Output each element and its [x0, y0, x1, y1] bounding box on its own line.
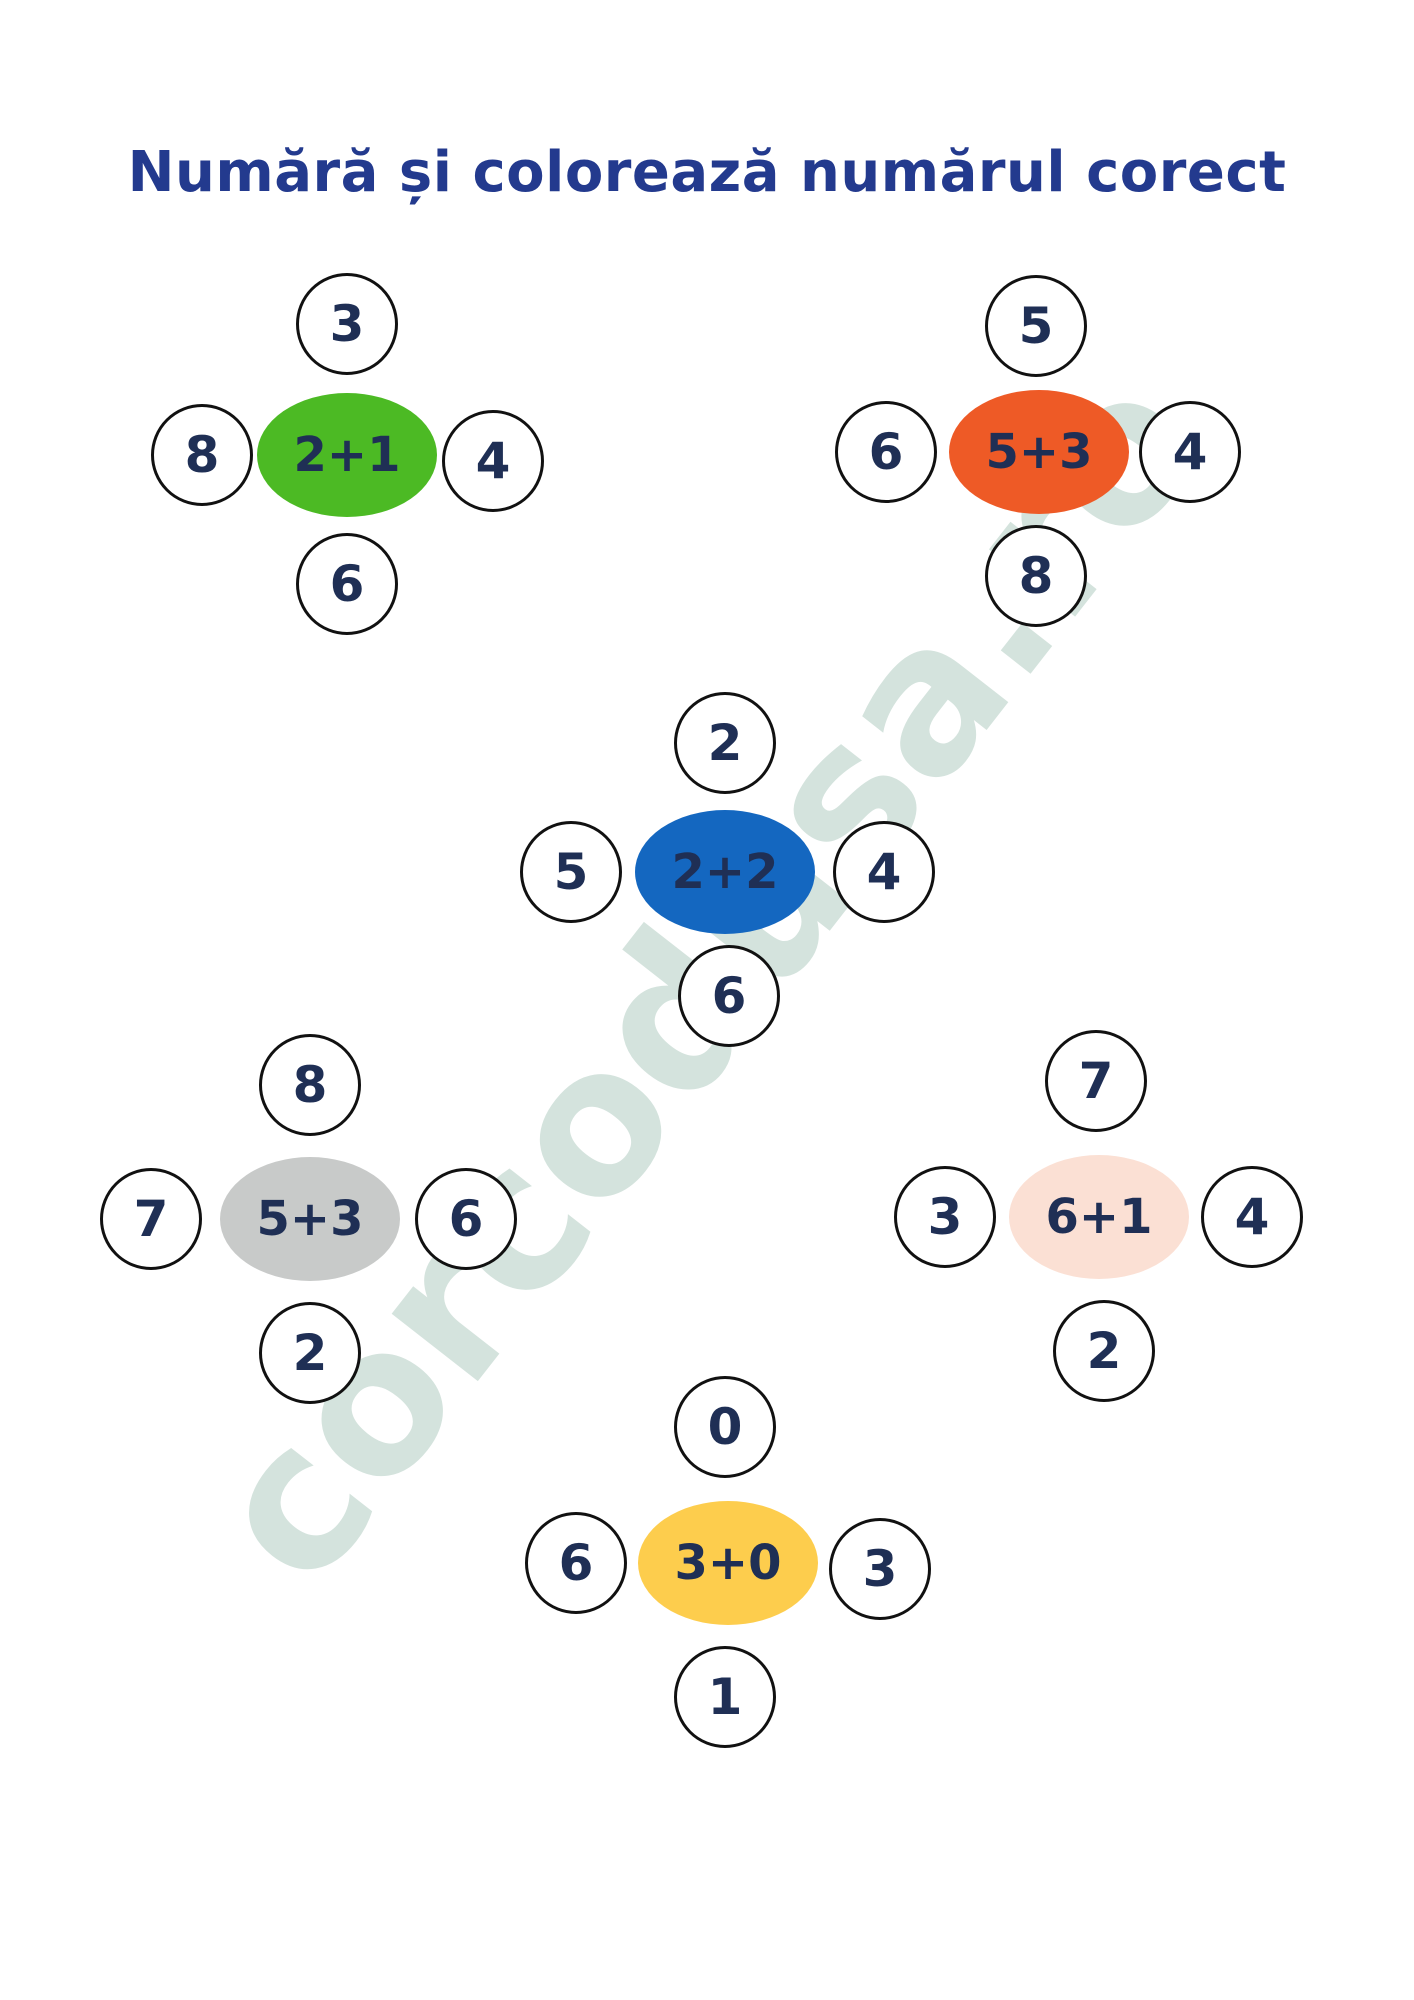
answer-circle-right[interactable]: 4 — [1139, 401, 1241, 503]
answer-circle-left[interactable]: 6 — [525, 1512, 627, 1614]
answer-circle-left[interactable]: 5 — [520, 821, 622, 923]
answer-circle-bottom[interactable]: 6 — [296, 533, 398, 635]
answer-circle-left[interactable]: 8 — [151, 404, 253, 506]
answer-circle-top[interactable]: 5 — [985, 275, 1087, 377]
answer-circle-top[interactable]: 0 — [674, 1376, 776, 1478]
answer-circle-left[interactable]: 3 — [894, 1166, 996, 1268]
expression-oval[interactable]: 6+1 — [1009, 1155, 1189, 1279]
answer-circle-right[interactable]: 4 — [833, 821, 935, 923]
expression-oval[interactable]: 5+3 — [949, 390, 1129, 514]
answer-circle-right[interactable]: 6 — [415, 1168, 517, 1270]
answer-circle-bottom[interactable]: 1 — [674, 1646, 776, 1748]
answer-circle-bottom[interactable]: 2 — [259, 1302, 361, 1404]
answer-circle-left[interactable]: 7 — [100, 1168, 202, 1270]
answer-circle-top[interactable]: 7 — [1045, 1030, 1147, 1132]
expression-oval[interactable]: 5+3 — [220, 1157, 400, 1281]
answer-circle-right[interactable]: 3 — [829, 1518, 931, 1620]
answer-circle-bottom[interactable]: 6 — [678, 945, 780, 1047]
answer-circle-bottom[interactable]: 8 — [985, 525, 1087, 627]
answer-circle-right[interactable]: 4 — [1201, 1166, 1303, 1268]
answer-circle-bottom[interactable]: 2 — [1053, 1300, 1155, 1402]
answer-circle-top[interactable]: 2 — [674, 692, 776, 794]
expression-oval[interactable]: 3+0 — [638, 1501, 818, 1625]
page-title: Numără și colorează numărul corect — [127, 140, 1287, 205]
expression-oval[interactable]: 2+1 — [257, 393, 437, 517]
answer-circle-left[interactable]: 6 — [835, 401, 937, 503]
answer-circle-top[interactable]: 8 — [259, 1034, 361, 1136]
answer-circle-right[interactable]: 4 — [442, 410, 544, 512]
expression-oval[interactable]: 2+2 — [635, 810, 815, 934]
answer-circle-top[interactable]: 3 — [296, 273, 398, 375]
